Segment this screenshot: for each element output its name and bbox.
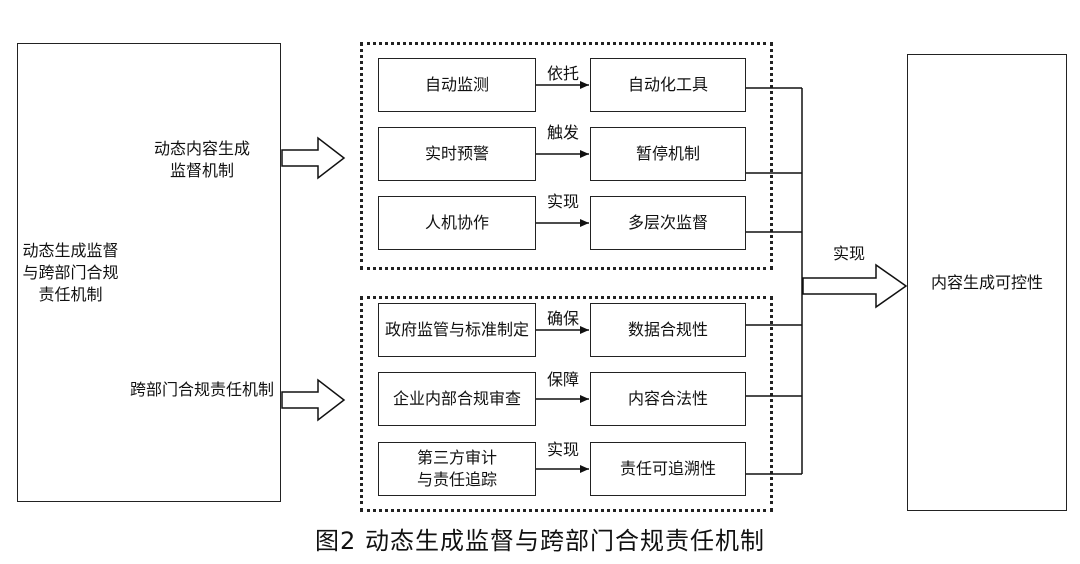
compliance-group	[360, 296, 773, 512]
relation-label: 依托	[546, 64, 579, 83]
source-box: 企业内部合规审查	[378, 372, 536, 426]
target-box: 内容合法性	[590, 372, 746, 426]
relation-label: 保障	[546, 370, 579, 389]
block-arrow-bottom	[281, 378, 346, 422]
relation-label: 实现	[546, 192, 579, 211]
outcome-relation-label: 实现	[832, 244, 865, 263]
target-box: 暂停机制	[590, 127, 746, 181]
source-box: 人机协作	[378, 196, 536, 250]
source-box: 实时预警	[378, 127, 536, 181]
supervision-group	[360, 42, 773, 270]
relation-label: 确保	[546, 309, 579, 328]
source-box: 第三方审计 与责任追踪	[378, 442, 536, 496]
target-box: 数据合规性	[590, 303, 746, 357]
source-box: 政府监管与标准制定	[378, 303, 536, 357]
source-box: 自动监测	[378, 58, 536, 112]
block-arrow-top	[281, 136, 346, 180]
left-top-label: 动态内容生成 监督机制	[153, 139, 250, 180]
relation-label: 触发	[546, 123, 579, 142]
block-arrow-outcome	[802, 263, 908, 309]
left-panel	[17, 43, 281, 502]
relation-label: 实现	[546, 440, 579, 459]
left-main-label: 动态生成监督 与跨部门合规 责任机制	[22, 240, 119, 304]
left-bottom-label: 跨部门合规责任机制	[129, 379, 274, 399]
target-box: 责任可追溯性	[590, 442, 746, 496]
target-box: 多层次监督	[590, 196, 746, 250]
outcome-box: 内容生成可控性	[907, 54, 1067, 511]
figure-caption: 图2 动态生成监督与跨部门合规责任机制	[315, 527, 765, 555]
target-box: 自动化工具	[590, 58, 746, 112]
